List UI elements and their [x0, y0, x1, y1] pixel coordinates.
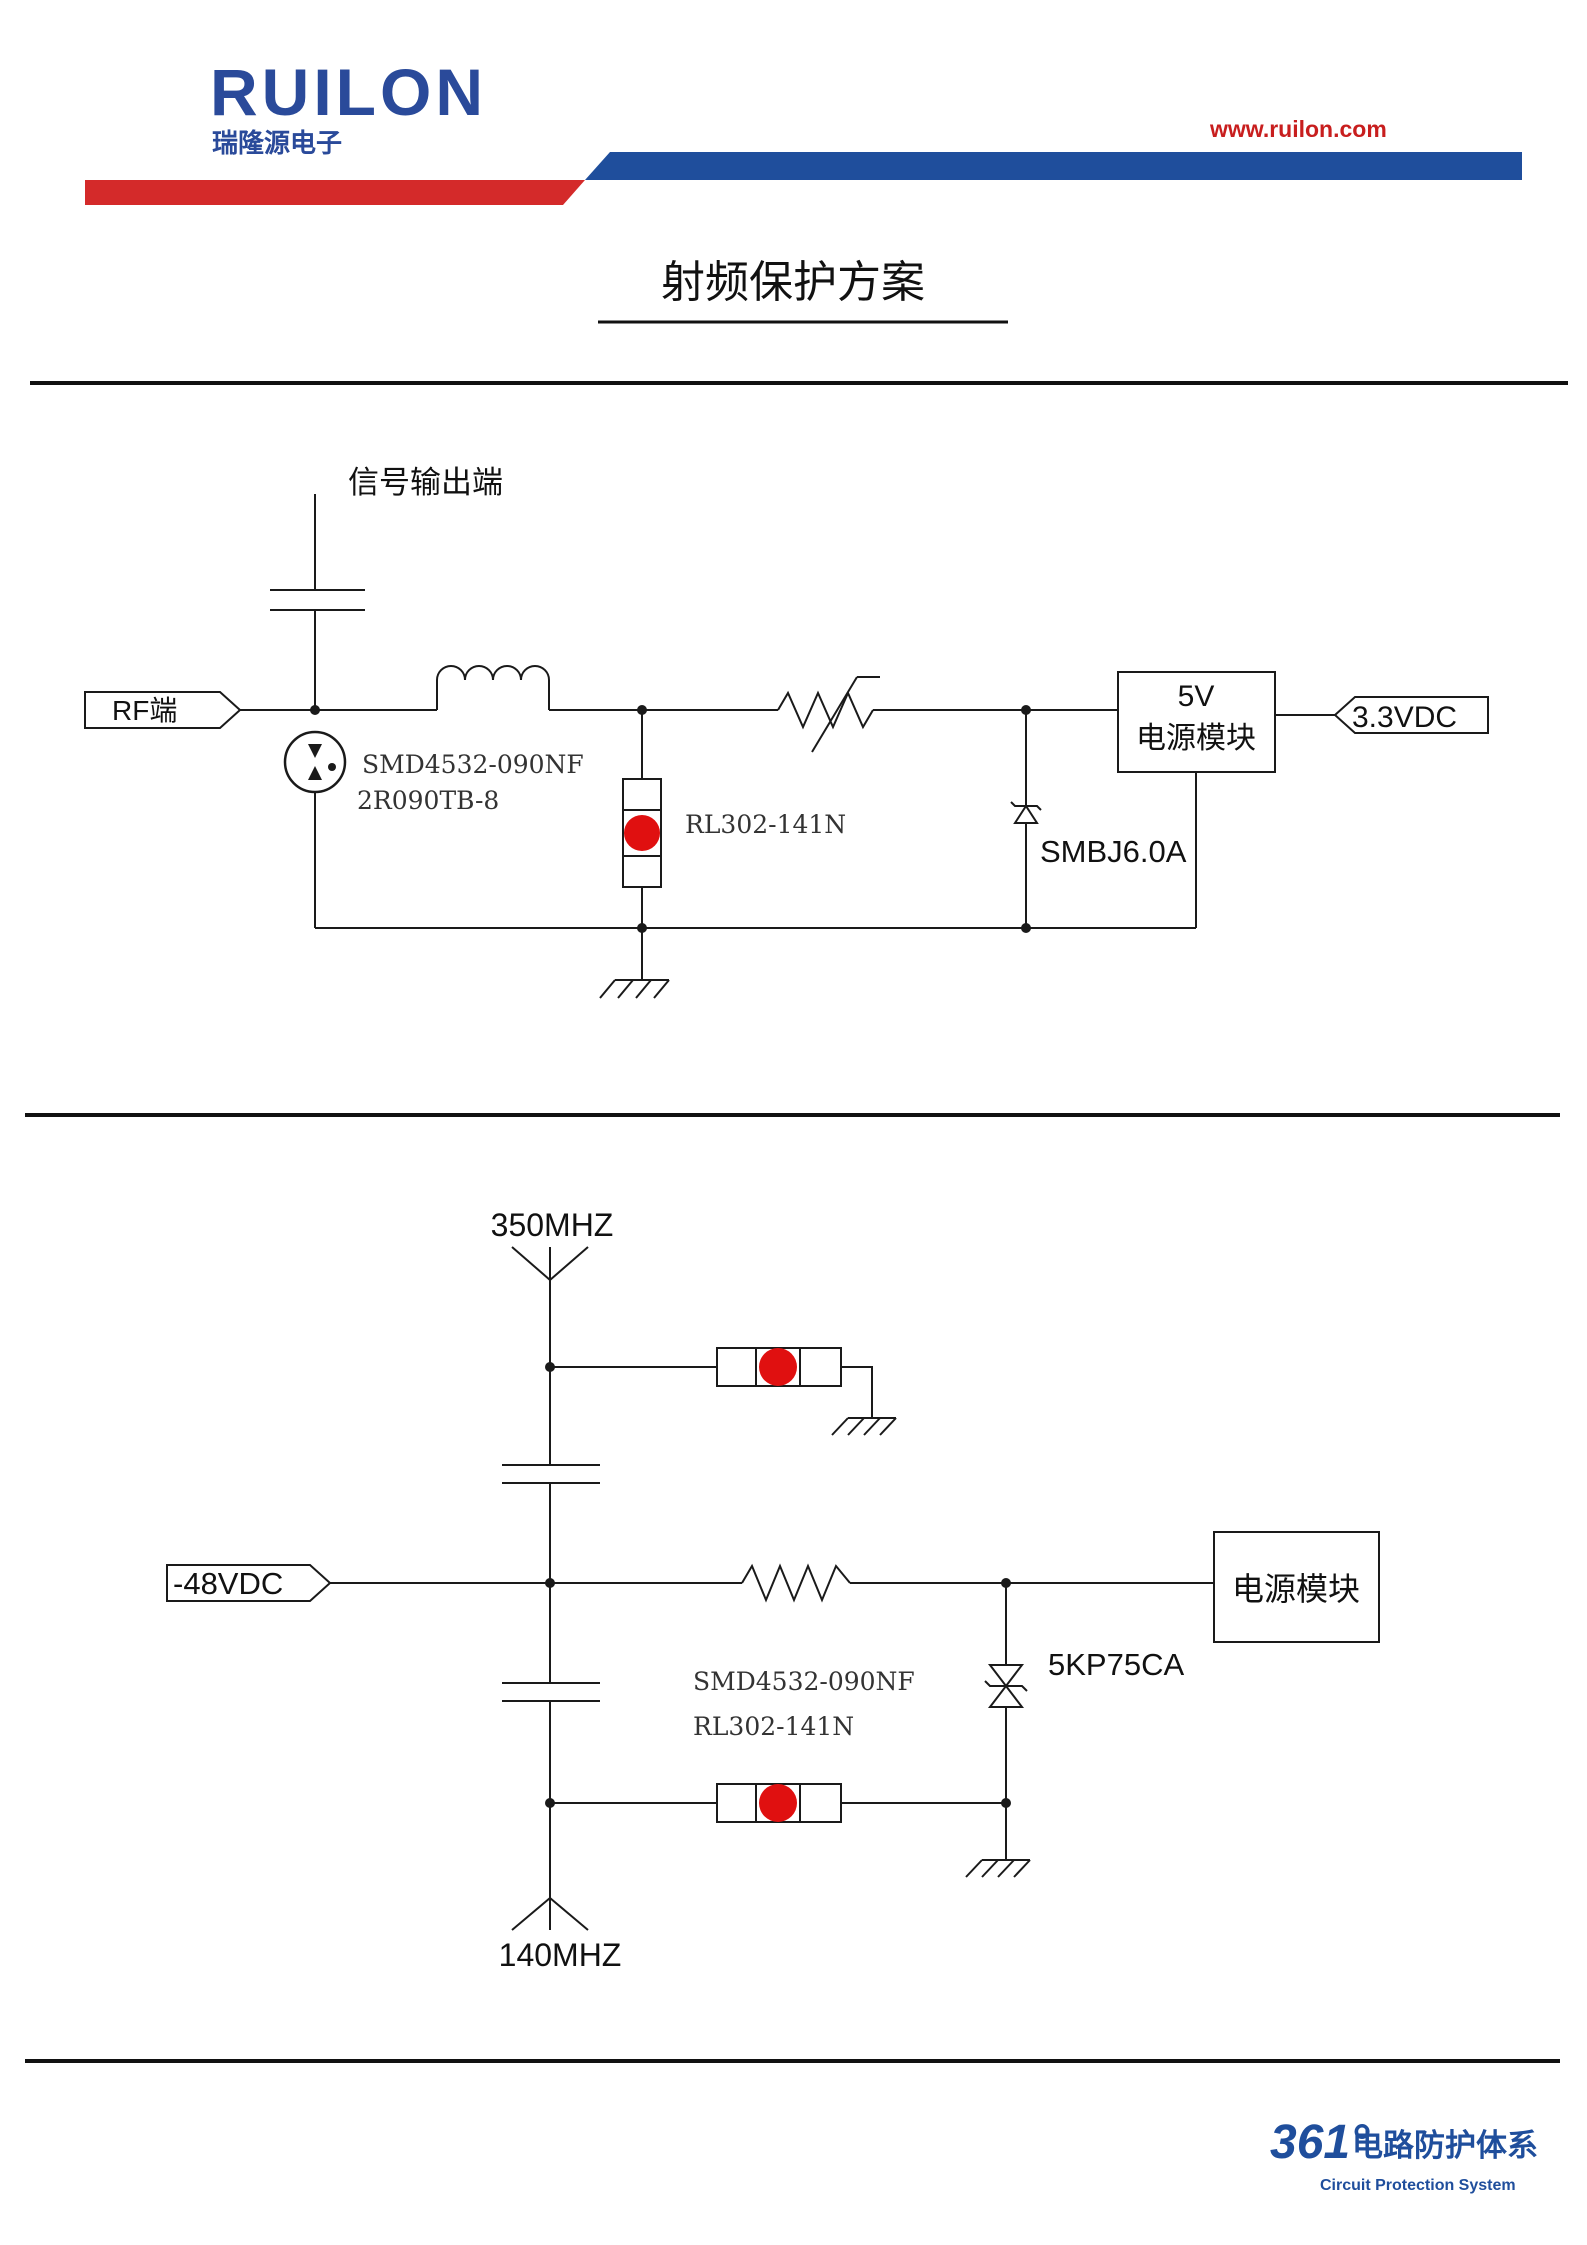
brand-subtitle: 瑞隆源电子 — [212, 128, 342, 158]
inductor-l1 — [436, 665, 550, 710]
header-blue-band — [585, 152, 1522, 180]
tvs-part-number: SMBJ6.0A — [1040, 834, 1187, 869]
tvs-5kp-part-number: 5KP75CA — [1048, 1647, 1184, 1682]
antenna-top-symbol — [511, 1246, 589, 1281]
thermistor-r1 — [777, 676, 880, 753]
dc-input-port-3v3: 3.3VDC — [1333, 696, 1489, 734]
antenna-350mhz-label: 350MHZ — [491, 1207, 614, 1243]
protector-top — [716, 1347, 842, 1387]
gdt-part-number-2: 2R090TB-8 — [357, 786, 499, 815]
shunt-protector-rl302 — [622, 778, 662, 888]
shunt-part-number: RL302-141N — [685, 810, 846, 839]
part-number-1: SMD4532-090NF — [693, 1667, 915, 1696]
signal-output-label: 信号输出端 — [348, 465, 503, 501]
module-5v-label: 5V — [1178, 680, 1215, 713]
footer-logo-subtitle: Circuit Protection System — [1320, 2177, 1516, 2194]
rf-port: RF端 — [84, 691, 242, 729]
ground-symbol-2 — [831, 1417, 897, 1436]
website-link[interactable]: www.ruilon.com — [1209, 116, 1387, 142]
footer-logo-number: 361° — [1270, 2116, 1370, 2169]
dc-input-3v3-label: 3.3VDC — [1352, 701, 1457, 734]
capacitor-c1 — [270, 589, 365, 611]
antenna-bottom-symbol — [511, 1897, 589, 1931]
rf-port-label: RF端 — [112, 695, 177, 726]
header: RUILON 瑞隆源电子 www.ruilon.com — [85, 55, 1522, 205]
module-5v-name: 电源模块 — [1136, 721, 1256, 756]
page-title: 射频保护方案 — [661, 257, 925, 308]
resistor-r2 — [741, 1563, 851, 1603]
power-module-5v: 5V 电源模块 — [1117, 671, 1276, 773]
protector-bottom — [716, 1783, 842, 1823]
header-red-band — [85, 180, 585, 205]
ground-symbol-3 — [965, 1859, 1031, 1878]
footer-logo-text: 电路防护体系 — [1352, 2128, 1538, 2163]
antenna-140mhz-label: 140MHZ — [499, 1937, 622, 1973]
ground-symbol-1 — [599, 979, 670, 999]
capacitor-c2 — [502, 1464, 600, 1484]
diagram-dual-band-protection: 350MHZ - — [166, 1207, 1380, 1973]
dc-input-port-48v: -48VDC — [166, 1564, 332, 1602]
part-number-2: RL302-141N — [693, 1712, 854, 1741]
power-module-label: 电源模块 — [1232, 1570, 1360, 1608]
power-module: 电源模块 — [1213, 1531, 1380, 1643]
gdt-part-number: SMD4532-090NF — [362, 750, 584, 779]
tvs-diode-5kp — [984, 1664, 1028, 1708]
diagram-rf-protection: 信号输出端 RF端 5V — [84, 465, 1489, 999]
capacitor-c3 — [502, 1682, 600, 1702]
footer-logo: 361° 电路防护体系 Circuit Protection System — [1270, 2116, 1538, 2194]
brand-logo: RUILON — [210, 55, 487, 129]
gas-discharge-tube — [283, 730, 347, 794]
dc-input-48v-label: -48VDC — [173, 1566, 283, 1601]
tvs-diode-smbj — [1010, 801, 1042, 824]
